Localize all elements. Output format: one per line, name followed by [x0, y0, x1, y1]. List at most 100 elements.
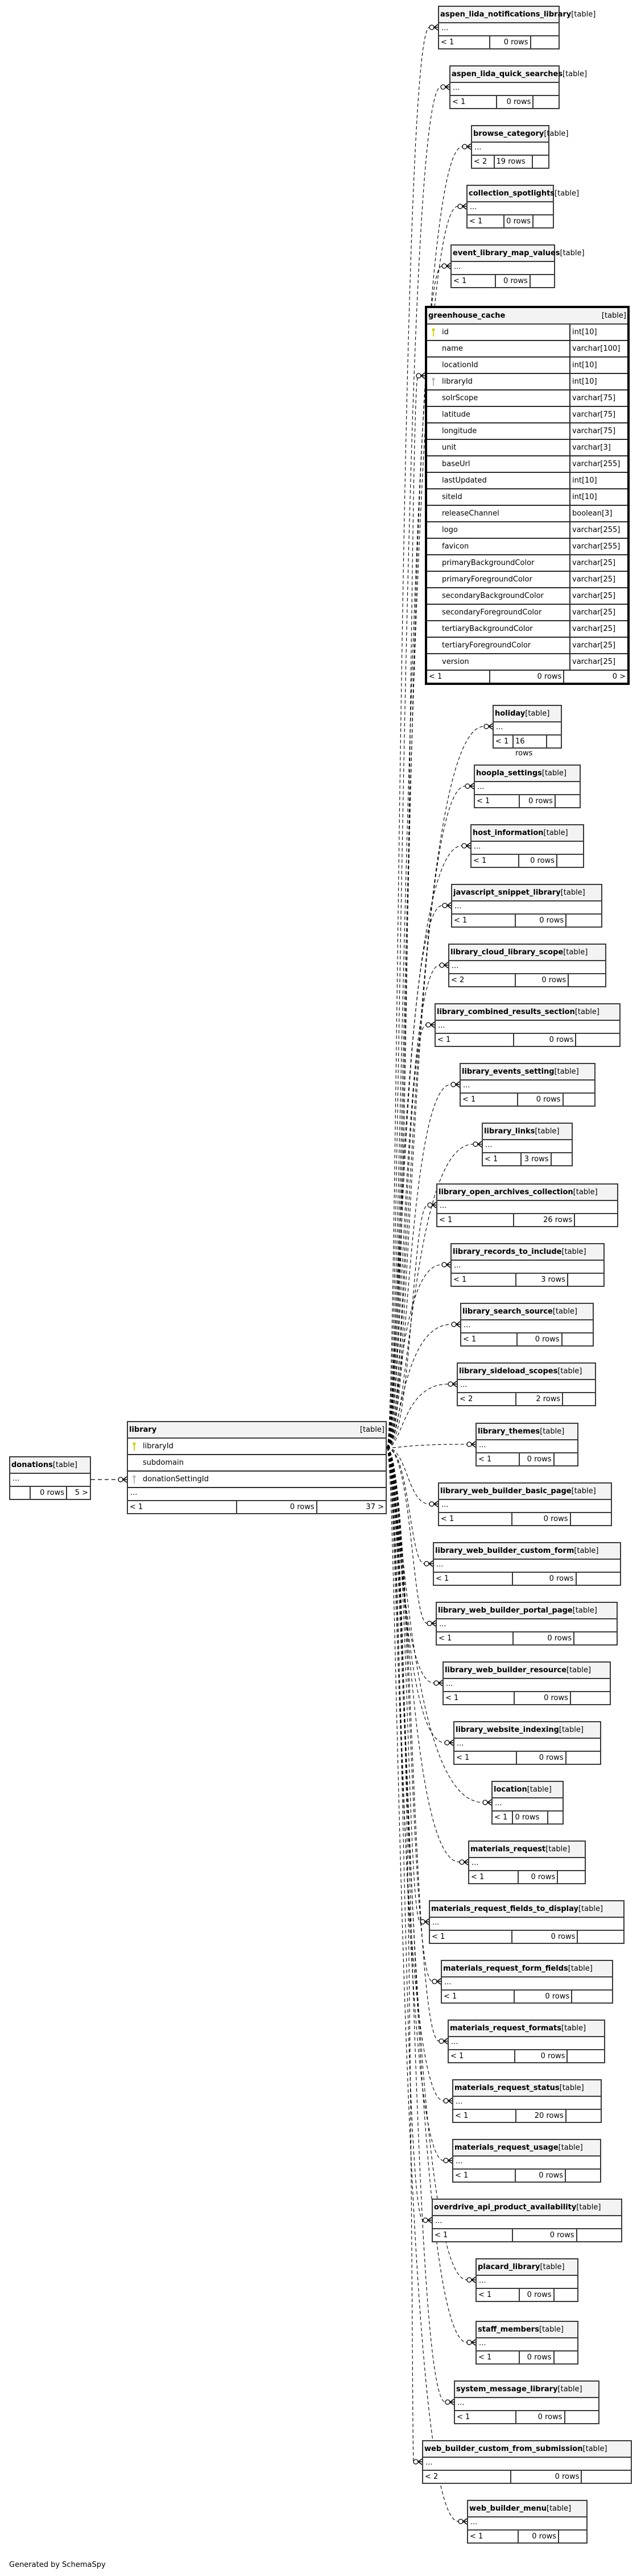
- column-name: favicon: [442, 542, 469, 551]
- table-library-combined-results-section[interactable]: library_combined_results_section[table].…: [435, 1003, 621, 1047]
- column-name: subdomain: [143, 1459, 184, 1467]
- column-name: unit: [442, 443, 457, 452]
- child-count: [554, 795, 580, 807]
- table-library-cloud-library-scope[interactable]: library_cloud_library_scope[table]...< 2…: [448, 944, 606, 987]
- table-library-web-builder-custom-form[interactable]: library_web_builder_custom_form[table]..…: [433, 1542, 621, 1586]
- relationship-line: [386, 27, 430, 1448]
- column-row[interactable]: donationSettingId: [128, 1472, 386, 1488]
- table-web-builder-custom-from-submission[interactable]: web_builder_custom_from_submission[table…: [422, 2440, 632, 2484]
- child-count: [565, 1752, 600, 1764]
- column-name: longitude: [442, 427, 477, 435]
- crows-foot-icon: [416, 372, 425, 379]
- column-row[interactable]: subdomain: [128, 1455, 386, 1472]
- table-library-web-builder-portal-page[interactable]: library_web_builder_portal_page[table]..…: [436, 1602, 618, 1646]
- child-count: [565, 915, 601, 926]
- table-materials-request-form-fields[interactable]: materials_request_form_fields[table]...<…: [441, 1960, 613, 2004]
- table-name: browse_category: [473, 130, 544, 138]
- child-count: [576, 2229, 621, 2241]
- row-count: 0 rows: [515, 2411, 564, 2423]
- row-count: 0 rows: [489, 36, 530, 48]
- row-count: 0 rows: [519, 795, 555, 807]
- column-row[interactable]: libraryId: [128, 1439, 386, 1455]
- table-name: staff_members: [478, 2325, 539, 2334]
- table-name: materials_request_fields_to_display: [431, 1905, 578, 1913]
- column-type: int[10]: [569, 489, 627, 505]
- column-name: lastUpdated: [442, 476, 487, 485]
- parent-count: < 1: [429, 672, 443, 681]
- table-name: library_website_indexing: [456, 1726, 559, 1734]
- relationship-line: [386, 375, 419, 1448]
- table-library-web-builder-basic-page[interactable]: library_web_builder_basic_page[table]...…: [438, 1482, 612, 1526]
- parent-count: < 2: [474, 157, 487, 166]
- table-overdrive-api-product-availability[interactable]: overdrive_api_product_availability[table…: [432, 2199, 622, 2242]
- collapsed-columns: ...: [453, 2097, 601, 2110]
- relationship-line: [386, 1264, 443, 1448]
- table-type: [table]: [540, 1427, 565, 1436]
- table-type: [table]: [547, 2504, 572, 2513]
- table-library-web-builder-resource[interactable]: library_web_builder_resource[table]...< …: [443, 1661, 611, 1705]
- crows-foot-icon: [457, 203, 467, 210]
- row-count: 0 rows: [513, 1692, 570, 1704]
- crows-foot-icon: [118, 1476, 127, 1483]
- row-count: 0 rows: [518, 855, 556, 867]
- table-aspen-lida-notifications-library[interactable]: aspen_lida_notifications_library[table].…: [438, 6, 595, 49]
- relationship-line: [386, 905, 443, 1448]
- collapsed-columns: ...: [449, 961, 605, 974]
- table-type: [table]: [582, 2445, 607, 2453]
- column-name: id: [442, 328, 449, 336]
- child-count: [575, 1573, 621, 1585]
- parent-count: < 2: [460, 1395, 473, 1403]
- table-library-open-archives-collection[interactable]: library_open_archives_collection[table].…: [436, 1183, 618, 1227]
- table-materials-request-fields-to-display[interactable]: materials_request_fields_to_display[tabl…: [429, 1900, 625, 1944]
- parent-count: < 1: [485, 1155, 498, 1164]
